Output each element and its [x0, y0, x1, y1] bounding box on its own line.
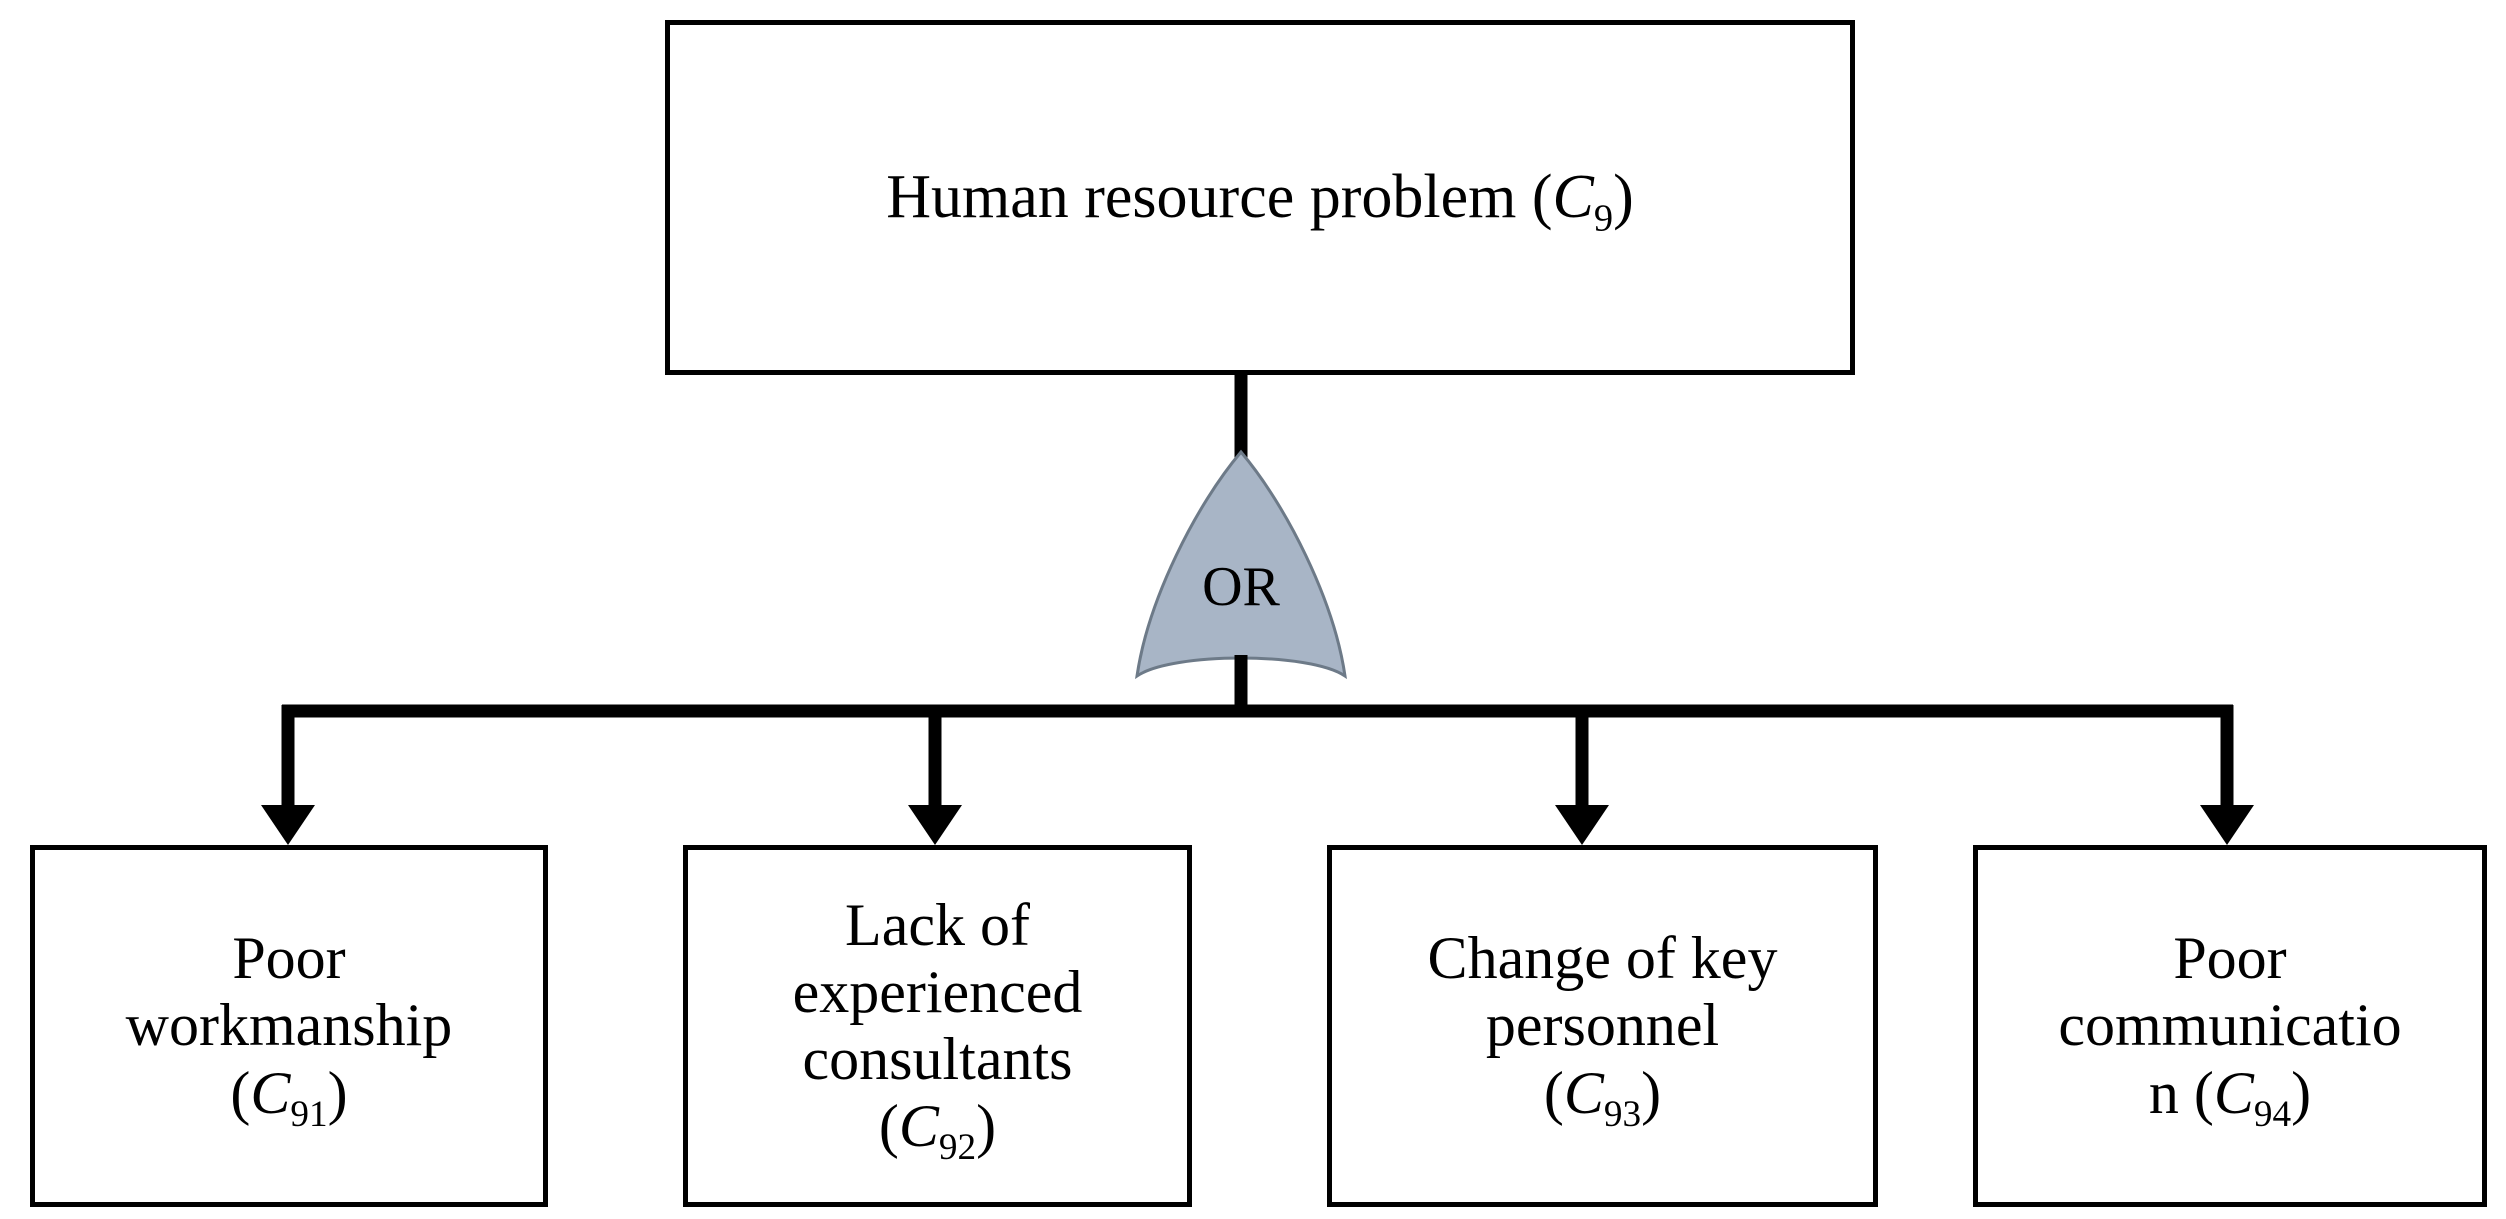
top-event-label: Human resource problem (C9) [878, 162, 1642, 238]
top-event-symbol: C [1552, 162, 1594, 231]
basic-event-suffix-c93: ) [1641, 1059, 1662, 1126]
or-gate-label-text: OR [1202, 556, 1280, 618]
basic-event-label-c94: Poor communicatio n (C94) [2050, 925, 2409, 1132]
basic-event-node-c91[interactable]: Poor workmanship(C91) [30, 845, 548, 1207]
basic-event-subscript-c92: 92 [938, 1127, 977, 1169]
basic-event-prefix-c94: ( [2178, 1059, 2214, 1126]
basic-event-suffix-c91: ) [327, 1059, 348, 1126]
basic-event-node-c94[interactable]: Poor communicatio n (C94) [1973, 845, 2487, 1207]
arrowhead-3 [1555, 805, 1609, 845]
arrowhead-4 [2200, 805, 2254, 845]
arrowhead-1 [261, 805, 315, 845]
basic-event-subscript-c91: 91 [290, 1093, 328, 1135]
top-event-subscript: 9 [1593, 197, 1614, 240]
basic-event-suffix-c94: ) [2291, 1059, 2312, 1126]
basic-event-lines-c94: Poor communicatio n [2058, 925, 2402, 1126]
basic-event-symbol-c91: C [250, 1059, 291, 1126]
basic-event-lines-c92: Lack of experienced consultants [792, 891, 1083, 1092]
top-event-prefix: Human resource problem ( [886, 162, 1553, 231]
top-event-node[interactable]: Human resource problem (C9) [665, 20, 1855, 375]
basic-event-prefix-c93: ( [1543, 1059, 1564, 1126]
basic-event-node-c92[interactable]: Lack of experienced consultants(C92) [683, 845, 1192, 1207]
basic-event-node-c93[interactable]: Change of key personnel(C93) [1327, 845, 1878, 1207]
basic-event-prefix-c92: ( [878, 1093, 899, 1160]
basic-event-lines-c93: Change of key personnel [1427, 925, 1778, 1059]
basic-event-lines-c91: Poor workmanship [125, 925, 453, 1059]
basic-event-subscript-c94: 94 [2253, 1093, 2292, 1135]
or-gate-label: OR [1137, 555, 1345, 619]
basic-event-symbol-c94: C [2213, 1059, 2254, 1126]
basic-event-label-c93: Change of key personnel(C93) [1420, 925, 1786, 1132]
arrowhead-2 [908, 805, 962, 845]
basic-event-symbol-c93: C [1563, 1059, 1604, 1126]
basic-event-suffix-c92: ) [976, 1093, 997, 1160]
top-event-suffix: ) [1613, 162, 1634, 231]
basic-event-subscript-c93: 93 [1603, 1093, 1642, 1135]
basic-event-prefix-c91: ( [230, 1059, 251, 1126]
basic-event-label-c91: Poor workmanship(C91) [118, 925, 461, 1132]
basic-event-label-c92: Lack of experienced consultants(C92) [785, 891, 1091, 1167]
basic-event-symbol-c92: C [898, 1093, 939, 1160]
